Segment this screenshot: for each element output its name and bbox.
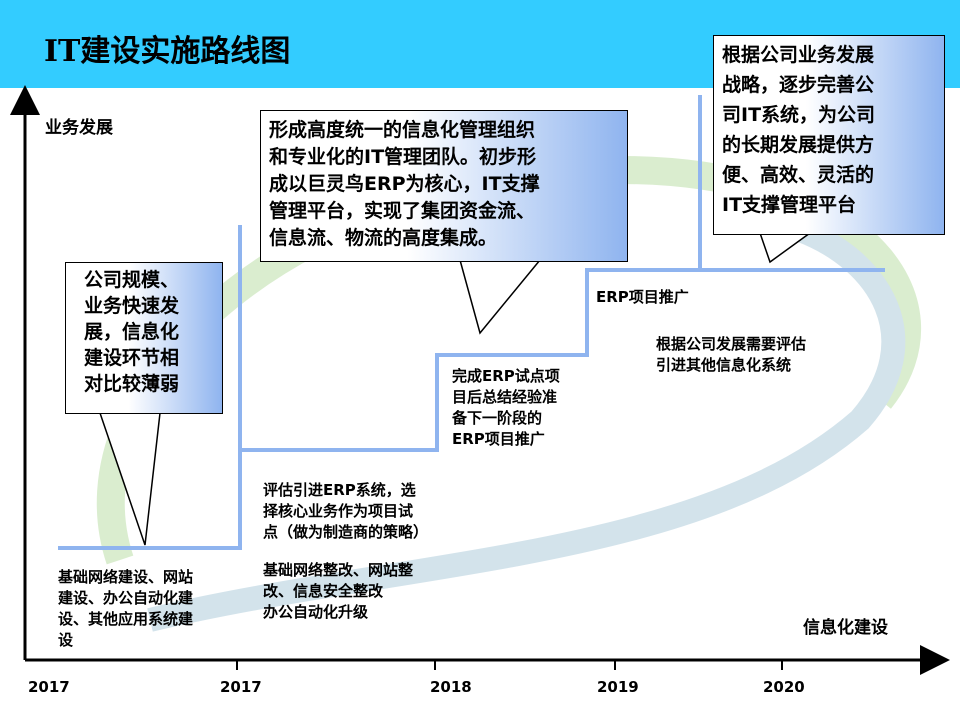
year-label: 2019 — [597, 678, 639, 696]
roadmap-staircase — [58, 95, 885, 550]
callout-pointers — [99, 232, 811, 546]
stage-text: 完成ERP试点项 目后总结经验准 备下一阶段的 ERP项目推广 — [452, 367, 560, 448]
page-title: IT建设实施路线图 — [44, 34, 291, 69]
year-label: 2017 — [28, 678, 70, 696]
stage-text: 基础网络整改、网站整 改、信息安全整改 办公自动化升级 — [263, 561, 414, 621]
stage-text: 评估引进ERP系统，选 择核心业务作为项目试 点（做为制造商的策略） — [263, 481, 429, 541]
x-ticks — [236, 660, 783, 670]
callout-box: 根据公司业务发展 战略，逐步完善公 司IT系统，为公司 的长期发展提供方 便、高… — [713, 35, 945, 235]
callout-box: 公司规模、 业务快速发 展，信息化 建设环节相 对比较薄弱 — [65, 262, 223, 414]
year-label: 2018 — [430, 678, 472, 696]
year-label: 2020 — [763, 678, 805, 696]
stage-text: 根据公司发展需要评估 引进其他信息化系统 — [656, 335, 807, 374]
x-axis-label: 信息化建设 — [803, 618, 888, 638]
stage-text: ERP项目推广 — [596, 288, 689, 306]
year-label: 2017 — [220, 678, 262, 696]
y-axis-label: 业务发展 — [45, 118, 113, 138]
callout-box: 形成高度统一的信息化管理组织 和专业化的IT管理团队。初步形 成以巨灵鸟ERP为… — [260, 110, 628, 262]
stage-text: 基础网络建设、网站 建设、办公自动化建 设、其他应用系统建 设 — [58, 568, 194, 649]
